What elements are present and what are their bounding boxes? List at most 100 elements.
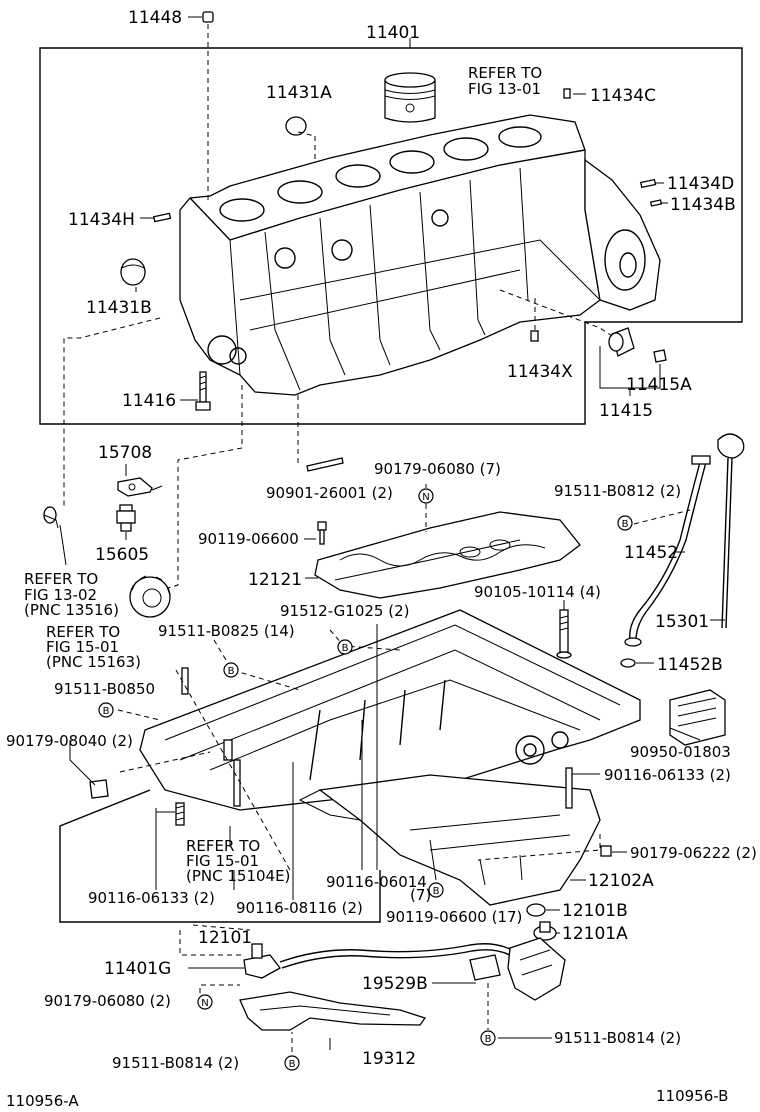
refer-fig-13-02-line2[interactable]: FIG 13-02 bbox=[24, 586, 97, 604]
nut-90179-06222-icon bbox=[600, 845, 612, 857]
label-11452[interactable]: 11452 bbox=[624, 543, 678, 563]
label-90119-06600-17[interactable]: 90119-06600 (17) bbox=[386, 908, 522, 926]
label-12121[interactable]: 12121 bbox=[248, 570, 302, 590]
label-11434H[interactable]: 11434H bbox=[68, 210, 135, 230]
label-90179-06080-2[interactable]: 90179-06080 (2) bbox=[44, 992, 171, 1010]
refer-fig-13-02-line3: (PNC 13516) bbox=[24, 601, 119, 619]
piston-icon bbox=[384, 72, 436, 123]
label-12101A[interactable]: 12101A bbox=[562, 924, 628, 944]
stud-90116-06133-right-icon bbox=[565, 767, 573, 809]
label-91511-B0814-left[interactable]: 91511-B0814 (2) bbox=[112, 1054, 239, 1072]
svg-text:B: B bbox=[103, 706, 110, 717]
label-91511-B0814-right[interactable]: 91511-B0814 (2) bbox=[554, 1029, 681, 1047]
refer-fig-13-01-line2[interactable]: FIG 13-01 bbox=[468, 80, 541, 98]
union-11415-icon bbox=[608, 327, 667, 363]
oil-level-sensor-icon bbox=[243, 937, 566, 1001]
svg-text:B: B bbox=[622, 519, 629, 530]
label-90179-08040[interactable]: 90179-08040 (2) bbox=[6, 732, 133, 750]
plug-11431B-icon bbox=[120, 258, 146, 286]
label-91512-G1025[interactable]: 91512-G1025 (2) bbox=[280, 602, 410, 620]
pin-11434B-icon bbox=[649, 199, 663, 207]
label-11434D[interactable]: 11434D bbox=[667, 174, 734, 194]
label-11401[interactable]: 11401 bbox=[366, 23, 420, 43]
label-11415A[interactable]: 11415A bbox=[626, 375, 692, 395]
oil-pan-group-bracket bbox=[59, 789, 381, 923]
label-90105-10114[interactable]: 90105-10114 (4) bbox=[474, 583, 601, 601]
svg-text:N: N bbox=[422, 492, 429, 503]
refer-fig-15-01-line2[interactable]: FIG 15-01 bbox=[46, 638, 119, 656]
badge-B-91511-B0812: B bbox=[617, 515, 633, 531]
pin-11434C-icon bbox=[563, 88, 571, 99]
stud-90105-icon bbox=[556, 609, 572, 659]
label-91511-B0825[interactable]: 91511-B0825 (14) bbox=[158, 622, 295, 640]
label-91511-B0850[interactable]: 91511-B0850 bbox=[54, 680, 155, 698]
label-90179-06080-7[interactable]: 90179-06080 (7) bbox=[374, 460, 501, 478]
label-11434X[interactable]: 11434X bbox=[507, 362, 573, 382]
pin-11434D-icon bbox=[639, 178, 657, 189]
label-11416[interactable]: 11416 bbox=[122, 391, 176, 411]
label-11434C[interactable]: 11434C bbox=[590, 86, 656, 106]
pulley-13516-icon bbox=[43, 506, 59, 529]
gasket-12101B-icon bbox=[526, 903, 546, 917]
bolt-90119-06600-icon bbox=[317, 521, 327, 545]
label-11431A[interactable]: 11431A bbox=[266, 83, 332, 103]
label-91511-B0812[interactable]: 91511-B0812 (2) bbox=[554, 482, 681, 500]
label-11434B[interactable]: 11434B bbox=[670, 195, 736, 215]
label-19529B[interactable]: 19529B bbox=[362, 974, 428, 994]
oil-pan-icon bbox=[139, 609, 641, 811]
label-12101B[interactable]: 12101B bbox=[562, 901, 628, 921]
label-15301[interactable]: 15301 bbox=[655, 612, 709, 632]
stud-90901-icon bbox=[306, 457, 344, 472]
badge-N-90179-06080-2: N bbox=[197, 994, 213, 1010]
label-90116-06133-left[interactable]: 90116-06133 (2) bbox=[88, 889, 215, 907]
refer-fig-15-01-b-line3: (PNC 15104E) bbox=[186, 867, 290, 885]
badge-N-90179-06080-7: N bbox=[418, 488, 434, 504]
label-90116-06014[interactable]: 90116-06014 bbox=[326, 873, 427, 891]
badge-B-90119-06600-17: B bbox=[428, 882, 444, 898]
label-15708[interactable]: 15708 bbox=[98, 443, 152, 463]
refer-fig-15-01-b-line1: REFER TO bbox=[186, 837, 260, 855]
badge-B-91511-B0814-right: B bbox=[480, 1030, 496, 1046]
drain-plug-12101A-icon bbox=[533, 921, 557, 941]
leader-lines bbox=[59, 16, 725, 1052]
label-90116-08116[interactable]: 90116-08116 (2) bbox=[236, 899, 363, 917]
label-90116-06014-qty: (7) bbox=[410, 886, 431, 904]
o-ring-11452B-icon bbox=[620, 658, 636, 668]
label-90119-06600[interactable]: 90119-06600 bbox=[198, 530, 299, 548]
label-19312[interactable]: 19312 bbox=[362, 1049, 416, 1069]
svg-text:N: N bbox=[201, 998, 208, 1009]
label-90950-01803[interactable]: 90950-01803 bbox=[630, 743, 731, 761]
cylinder-block-icon bbox=[179, 114, 661, 396]
svg-text:B: B bbox=[485, 1034, 492, 1045]
refer-fig-15-01-b-line2[interactable]: FIG 15-01 bbox=[186, 852, 259, 870]
refer-fig-15-01-line1: REFER TO bbox=[46, 623, 120, 641]
refer-fig-13-02-line1: REFER TO bbox=[24, 570, 98, 588]
label-11415[interactable]: 11415 bbox=[599, 401, 653, 421]
gasket-90950-icon bbox=[669, 689, 726, 746]
refer-fig-13-01-line1: REFER TO bbox=[468, 64, 542, 82]
figure-id-right: 110956-B bbox=[656, 1087, 728, 1105]
stud-90116-06133-left-icon bbox=[175, 802, 185, 826]
pin-11434X-icon bbox=[530, 330, 539, 342]
label-12102A[interactable]: 12102A bbox=[588, 871, 654, 891]
lower-oil-pan-icon bbox=[298, 774, 601, 906]
svg-text:B: B bbox=[342, 643, 349, 654]
label-90116-06133-right[interactable]: 90116-06133 (2) bbox=[604, 766, 731, 784]
label-12101[interactable]: 12101 bbox=[198, 928, 252, 948]
label-11431B[interactable]: 11431B bbox=[86, 298, 152, 318]
refer-fig-15-01-line3: (PNC 15163) bbox=[46, 653, 141, 671]
label-11452B[interactable]: 11452B bbox=[657, 655, 723, 675]
badge-B-91512-G1025: B bbox=[337, 639, 353, 655]
bolt-11416-icon bbox=[195, 371, 211, 411]
badge-B-91511-B0850: B bbox=[98, 702, 114, 718]
label-90179-06222[interactable]: 90179-06222 (2) bbox=[630, 844, 757, 862]
pin-11434H-icon bbox=[152, 212, 172, 223]
label-15605[interactable]: 15605 bbox=[95, 545, 149, 565]
label-90901-26001[interactable]: 90901-26001 (2) bbox=[266, 484, 393, 502]
svg-text:B: B bbox=[433, 886, 440, 897]
plug-11431A-icon bbox=[285, 116, 307, 136]
label-11448[interactable]: 11448 bbox=[128, 8, 182, 28]
label-11401G[interactable]: 11401G bbox=[104, 959, 171, 979]
dipstick-icon[interactable] bbox=[717, 433, 745, 629]
